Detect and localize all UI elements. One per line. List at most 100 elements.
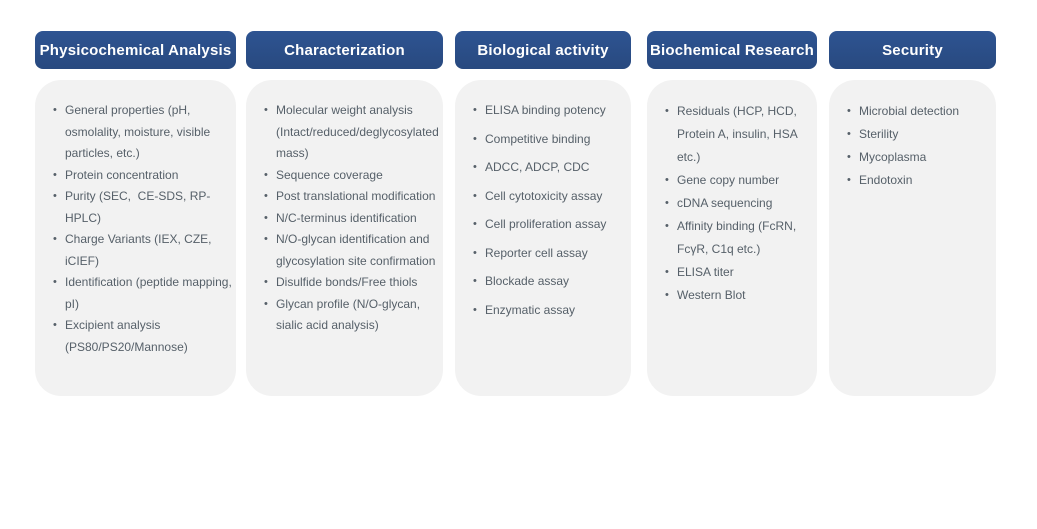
list-item-text: Post translational modification xyxy=(276,189,436,203)
list-item: • ELISA binding potency xyxy=(473,100,627,122)
list-item: • Cell proliferation assay xyxy=(473,214,627,236)
bullet-icon: • xyxy=(53,104,57,116)
bullet-icon: • xyxy=(53,190,57,202)
list-item: • Disulfide bonds/Free thiols xyxy=(264,272,439,294)
list-item-text: Residuals (HCP, HCD, Protein A, insulin,… xyxy=(677,104,801,164)
bullet-icon: • xyxy=(264,168,268,181)
list-item-text: Mycoplasma xyxy=(859,150,927,164)
list-item: • Sterility xyxy=(847,123,992,146)
list-item-text: Endotoxin xyxy=(859,173,913,187)
category-body: • Molecular weight analysis (Intact/redu… xyxy=(246,80,443,396)
bullet-icon: • xyxy=(473,161,477,173)
list-item: • Glycan profile (N/O-glycan, sialic aci… xyxy=(264,294,439,337)
list-item: • N/O-glycan identification and glycosyl… xyxy=(264,229,439,272)
list-item: • Endotoxin xyxy=(847,169,992,192)
item-list: • Residuals (HCP, HCD, Protein A, insuli… xyxy=(665,100,813,307)
list-item-text: Molecular weight analysis (Intact/reduce… xyxy=(276,103,443,160)
category-column-0: Physicochemical Analysis • General prope… xyxy=(35,31,236,396)
list-item-text: N/O-glycan identification and glycosylat… xyxy=(276,232,436,268)
category-column-1: Characterization • Molecular weight anal… xyxy=(246,31,443,396)
bullet-icon: • xyxy=(53,276,57,288)
bullet-icon: • xyxy=(53,168,57,181)
list-item: • Western Blot xyxy=(665,284,813,307)
list-item: • Identification (peptide mapping, pI) xyxy=(53,272,232,315)
list-item: • General properties (pH, osmolality, mo… xyxy=(53,100,232,165)
list-item-text: Disulfide bonds/Free thiols xyxy=(276,275,418,289)
list-item-text: Excipient analysis (PS80/PS20/Mannose) xyxy=(65,318,188,354)
list-item-text: N/C-terminus identification xyxy=(276,210,417,225)
bullet-icon: • xyxy=(665,174,669,186)
list-item-text: Cell cytotoxicity assay xyxy=(485,188,603,203)
bullet-icon: • xyxy=(473,189,477,202)
list-item-text: Sterility xyxy=(859,127,899,141)
bullet-icon: • xyxy=(847,128,851,140)
category-title: Physicochemical Analysis xyxy=(39,41,232,59)
category-header: Biochemical Research xyxy=(647,31,817,69)
bullet-icon: • xyxy=(473,275,477,287)
list-item: • ELISA titer xyxy=(665,261,813,284)
list-item: • Mycoplasma xyxy=(847,146,992,169)
list-item: • Molecular weight analysis (Intact/redu… xyxy=(264,100,439,165)
list-item: • Blockade assay xyxy=(473,271,627,293)
list-item: • Gene copy number xyxy=(665,169,813,192)
list-item: • cDNA sequencing xyxy=(665,192,813,215)
item-list: • Microbial detection • Sterility • Myco… xyxy=(847,100,992,192)
list-item-text: ELISA binding potency xyxy=(485,103,606,117)
bullet-icon: • xyxy=(264,297,268,310)
list-item: • Competitive binding xyxy=(473,129,627,151)
list-item-text: ADCC, ADCP, CDC xyxy=(485,160,590,174)
bullet-icon: • xyxy=(847,174,851,186)
item-list: • ELISA binding potency • Competitive bi… xyxy=(473,100,627,321)
bullet-icon: • xyxy=(264,104,268,116)
category-header: Security xyxy=(829,31,996,69)
list-item-text: Reporter cell assay xyxy=(485,245,588,260)
list-item-text: General properties (pH, osmolality, mois… xyxy=(65,103,214,160)
list-item: • Protein concentration xyxy=(53,165,232,187)
bullet-icon: • xyxy=(665,105,669,117)
bullet-icon: • xyxy=(473,132,477,145)
category-header: Biological activity xyxy=(455,31,631,69)
item-list: • Molecular weight analysis (Intact/redu… xyxy=(264,100,439,337)
list-item-text: Purity (SEC, CE-SDS, RP-HPLC) xyxy=(65,189,211,225)
bullet-icon: • xyxy=(665,289,669,301)
list-item-text: Enzymatic assay xyxy=(485,302,576,317)
bullet-icon: • xyxy=(264,190,268,202)
list-item: • Post translational modification xyxy=(264,186,439,208)
bullet-icon: • xyxy=(847,151,851,163)
list-item: • Reporter cell assay xyxy=(473,243,627,265)
category-body: • Residuals (HCP, HCD, Protein A, insuli… xyxy=(647,80,817,396)
list-item-text: Sequence coverage xyxy=(276,167,383,182)
list-item: • N/C-terminus identification xyxy=(264,208,439,230)
category-column-2: Biological activity • ELISA binding pote… xyxy=(455,31,631,396)
list-item-text: Glycan profile (N/O-glycan, sialic acid … xyxy=(276,296,424,333)
list-item: • Microbial detection xyxy=(847,100,992,123)
bullet-icon: • xyxy=(264,211,268,224)
category-title: Security xyxy=(882,41,943,59)
category-body: • Microbial detection • Sterility • Myco… xyxy=(829,80,996,396)
category-header: Physicochemical Analysis xyxy=(35,31,236,69)
list-item: • Sequence coverage xyxy=(264,165,439,187)
category-header: Characterization xyxy=(246,31,443,69)
bullet-icon: • xyxy=(473,246,477,259)
category-column-4: Security • Microbial detection • Sterili… xyxy=(829,31,996,396)
list-item-text: Identification (peptide mapping, pI) xyxy=(65,275,236,311)
list-item: • Residuals (HCP, HCD, Protein A, insuli… xyxy=(665,100,813,169)
list-item-text: ELISA titer xyxy=(677,265,734,279)
category-column-3: Biochemical Research • Residuals (HCP, H… xyxy=(647,31,817,396)
item-list: • General properties (pH, osmolality, mo… xyxy=(53,100,232,358)
list-item-text: Gene copy number xyxy=(677,173,780,187)
bullet-icon: • xyxy=(665,197,669,209)
list-item-text: cDNA sequencing xyxy=(677,196,773,210)
list-item-text: Affinity binding (FcRN, FcγR, C1q etc.) xyxy=(677,219,800,256)
bullet-icon: • xyxy=(847,105,851,117)
bullet-icon: • xyxy=(53,233,57,245)
category-title: Biochemical Research xyxy=(649,41,815,59)
list-item-text: Blockade assay xyxy=(485,274,570,288)
category-title: Characterization xyxy=(284,41,405,59)
list-item: • Purity (SEC, CE-SDS, RP-HPLC) xyxy=(53,186,232,229)
list-item: • Excipient analysis (PS80/PS20/Mannose) xyxy=(53,315,232,358)
bullet-icon: • xyxy=(264,233,268,245)
bullet-icon: • xyxy=(264,276,268,288)
list-item-text: Western Blot xyxy=(677,288,746,302)
